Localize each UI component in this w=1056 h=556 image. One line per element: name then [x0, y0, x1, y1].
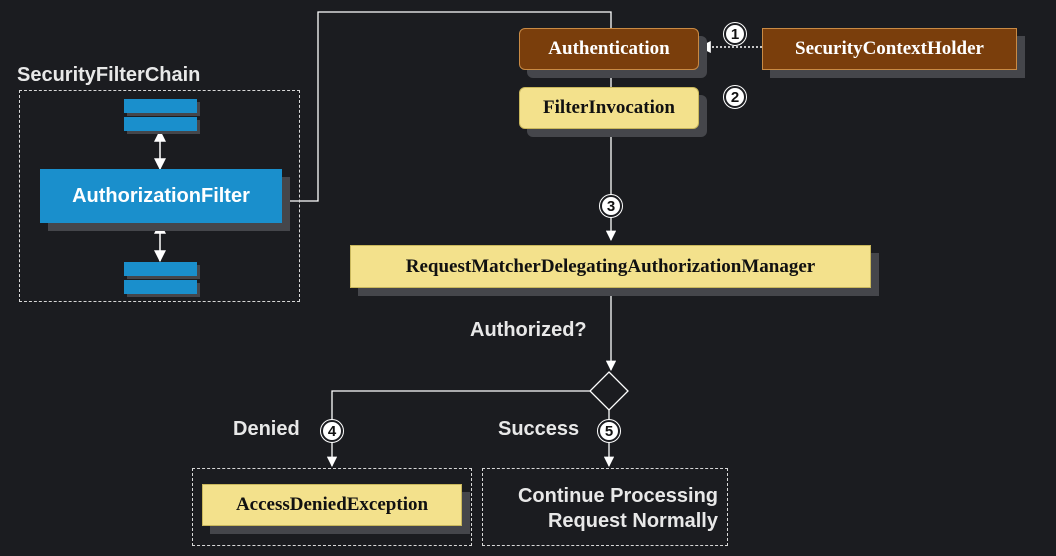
continue-line-1: Continue Processing: [517, 485, 718, 507]
filter-bar: [124, 280, 197, 294]
success-label: Success: [498, 418, 580, 440]
authorization-manager-box: RequestMatcherDelegatingAuthorizationMan…: [350, 245, 871, 288]
continue-line-2: Request Normally: [547, 510, 718, 532]
authorization-filter-box: AuthorizationFilter: [40, 169, 282, 223]
filter-bar: [124, 262, 197, 276]
step-badge-4: 4: [320, 419, 344, 443]
authorized-question-label: Authorized?: [470, 319, 587, 341]
access-denied-exception-box: AccessDeniedException: [202, 484, 462, 526]
denied-label: Denied: [233, 418, 300, 440]
step-badge-1: 1: [723, 22, 747, 46]
denied-outcome-container: [192, 468, 472, 546]
authentication-box: Authentication: [519, 28, 699, 70]
step-badge-5: 5: [597, 419, 621, 443]
security-context-holder-box: SecurityContextHolder: [762, 28, 1017, 70]
security-filter-chain-container: [19, 90, 300, 302]
filter-bar: [124, 117, 197, 131]
success-outcome-container: [482, 468, 728, 546]
step-badge-3: 3: [599, 194, 623, 218]
continue-processing-text: Continue Processing Request Normally: [482, 484, 718, 534]
filter-invocation-box: FilterInvocation: [519, 87, 699, 129]
step-badge-2: 2: [723, 85, 747, 109]
decision-diamond: [589, 371, 629, 411]
security-filter-chain-label: SecurityFilterChain: [17, 64, 201, 86]
filter-bar: [124, 99, 197, 113]
